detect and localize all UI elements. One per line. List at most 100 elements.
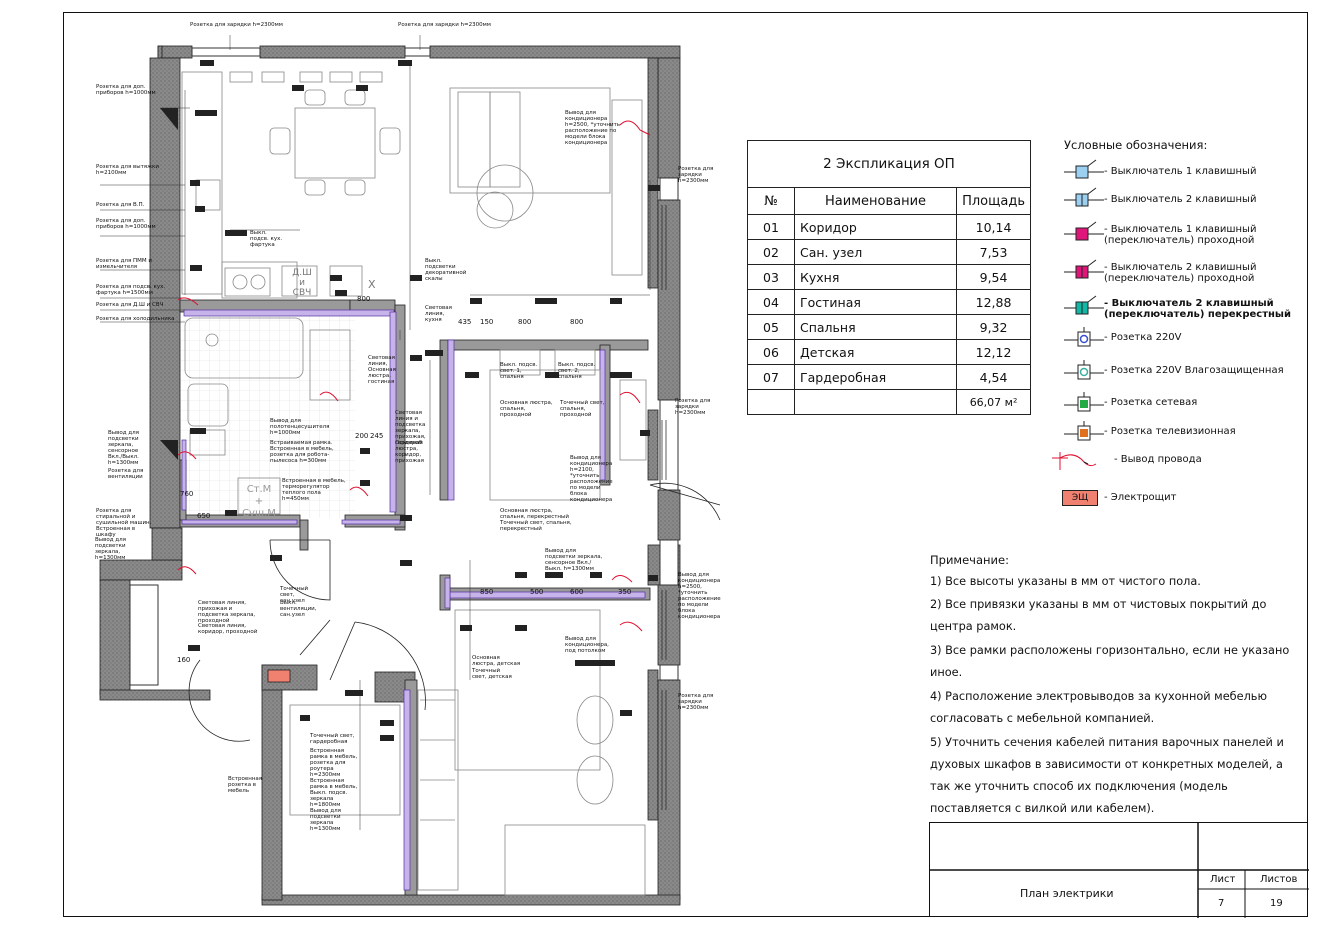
dim: 600 [570,588,584,596]
callout-hood: Розетка для вытяжки h=2100мм [96,164,159,176]
dim: 800 [518,318,532,326]
callout-apron: Розетка для подсв. кух. фартука h=1500мм [96,284,166,296]
callout-ac-3: Вывод для кондиционера h=2500, *уточнить… [678,572,721,620]
dim: 800 [570,318,584,326]
panel-icon: ЭЩ [1062,490,1098,506]
callout-pmm: Розетка для ПММ и измельчителя [96,258,152,270]
legend-item: - Выключатель 2 клавишный [1062,187,1312,214]
wire-leaders [100,35,651,830]
callout-charger-5: Розетка для зарядки h=2300мм [678,693,714,711]
wiring-channels [181,309,646,891]
callout-corridor-line: Световая линия, коридор, проходной [198,623,258,635]
dim: 160 [177,656,191,664]
title-block: План электрики Лист Листов 7 19 [929,822,1309,918]
callout-router: Встроенная рамка в мебель, розетка для р… [310,748,358,778]
callout-towel: Вывод для полотенцесушителя h=1000мм [270,418,330,436]
dim: 850 [480,588,494,596]
callout-wardrobe-spot: Точечный свет, гардеробная [310,733,355,745]
callout-mirror-4: Вывод для подсветки зеркала h=1300мм [310,808,341,832]
callout-kids-lamp: Основная люстра, детская [472,655,521,667]
legend-item: - Выключатель 1 клавишный [1062,159,1312,186]
callout-fridge: Розетка для холодильника [96,316,175,322]
callout-apron-switch: Выкл. подсв. кух. фартука [250,230,283,248]
hood-marker-icon [160,108,178,130]
callout-bed-lamp-cross: Основная люстра, спальня, перекрестный [500,508,569,520]
socket-icon [1064,327,1104,347]
callout-mirror-1: Вывод для подсветки зеркала, сенсорное В… [108,430,139,466]
legend-item: - Розетка сетевая [1062,392,1312,417]
callout-vent: Розетка для вентиляции [108,468,144,480]
legend-item: - Вывод провода [1052,450,1312,474]
callout-mirror-2: Вывод для подсветки зеркала, h=1300мм [95,537,126,561]
socket-network-icon [1064,392,1104,412]
legend-item: - Розетка 220V [1062,327,1312,352]
callout-charger-3: Розетка для зарядки h=2300мм [678,166,714,184]
wire-outlets [177,120,651,632]
explication-table: 2 Экспликация ОП № Наименование Площадь … [747,140,1031,415]
callout-bed-spot: Точечный свет, спальня, проходной [560,400,605,418]
fridge-x-label: Х [368,278,376,291]
callout-bed-lamp: Основная люстра, спальня, проходной [500,400,553,418]
socket-waterproof-icon [1064,360,1104,380]
header-area: Площадь [956,187,1031,215]
note-item: 4) Расположение электровыводов за кухонн… [930,690,1267,725]
legend-item: ЭЩ - Электрощит [1062,488,1312,512]
washer-label: Ст.М + Суш.М [242,484,276,519]
switch-1-pass-icon [1064,221,1104,241]
callout-bed-switch-2: Выкл. подсв. свет. 2, спальня [558,362,596,380]
callout-devices-1: Розетка для доп. приборов h=1000мм [96,84,156,96]
legend-title: Условные обозначения: [1064,138,1208,152]
notes-title: Примечание: [930,553,1009,567]
header-name: Наименование [793,187,958,215]
callout-built-in-socket: Встроенная розетка в мебель [228,776,263,794]
doors [188,482,721,742]
legend-item: - Выключатель 2 клавишный(переключатель)… [1062,259,1312,284]
sheet-number: 7 [1218,898,1225,909]
legend-item: - Розетка 220V Влагозащищенная [1062,360,1312,385]
dim: 350 [618,588,632,596]
callout-charger-4: Розетка для зарядки h=2300мм [675,398,711,416]
switch-2-icon [1064,187,1104,207]
dim: 650 [197,512,211,520]
note-item: 3) Все рамки расположены горизонтально, … [930,644,1290,679]
dim: 245 [370,432,384,440]
callout-living-line: Световая линия, Основная люстра, гостина… [368,355,396,385]
callout-washer: Розетка для стиральной и сушильной машин… [96,508,152,538]
legend-item: - Выключатель 2 клавишный(переключатель)… [1062,295,1312,320]
furniture [181,71,647,896]
socket-groups [188,60,660,741]
sheet-label: Лист [1210,874,1236,885]
note-item: 5) Уточнить сечения кабелей питания варо… [930,736,1284,815]
sheets-label: Листов [1260,874,1298,885]
callout-robot: Встраиваемая рамка. Встроенная в мебель,… [270,440,334,464]
drawing-frame [63,12,1308,917]
callout-thermo: Встроенная в мебель, терморегулятор тепл… [282,478,346,502]
dim: 760 [180,490,194,498]
switch-2-pass-icon [1064,259,1104,279]
electric-panel-icon [267,669,291,683]
callout-mirror-3: Вывод для подсветки зеркала, сенсорное В… [545,548,603,572]
switch-2-cross-icon [1064,295,1104,315]
dim: 435 [458,318,472,326]
callout-bath-vent: Выкл. вентиляции, сан.узел [280,600,317,618]
outer-walls [99,45,681,906]
callout-deco-switch: Выкл. подсветки декоративной скалы [425,258,467,282]
dim: 500 [530,588,544,596]
callout-ac-4: Вывод для кондиционера, под потолком [565,636,609,654]
callout-mirror-switch: Встроенная рамка в мебель, Выкл. подсв. … [310,778,358,808]
total-area: 66,07 м² [956,389,1031,415]
callout-bed-spot-cross: Точечный свет, спальня, перекрестный [500,520,572,532]
dim: 150 [480,318,494,326]
wire-outlet-icon [1052,452,1097,470]
bathroom-tile [180,300,355,518]
callout-hall-line: Световая линия и подсветка зеркала, прих… [395,410,426,446]
callout-devices-2: Розетка для доп. приборов h=1000мм [96,218,156,230]
legend-item: - Розетка телевизионная [1062,421,1312,446]
sheets-count: 19 [1270,898,1283,909]
